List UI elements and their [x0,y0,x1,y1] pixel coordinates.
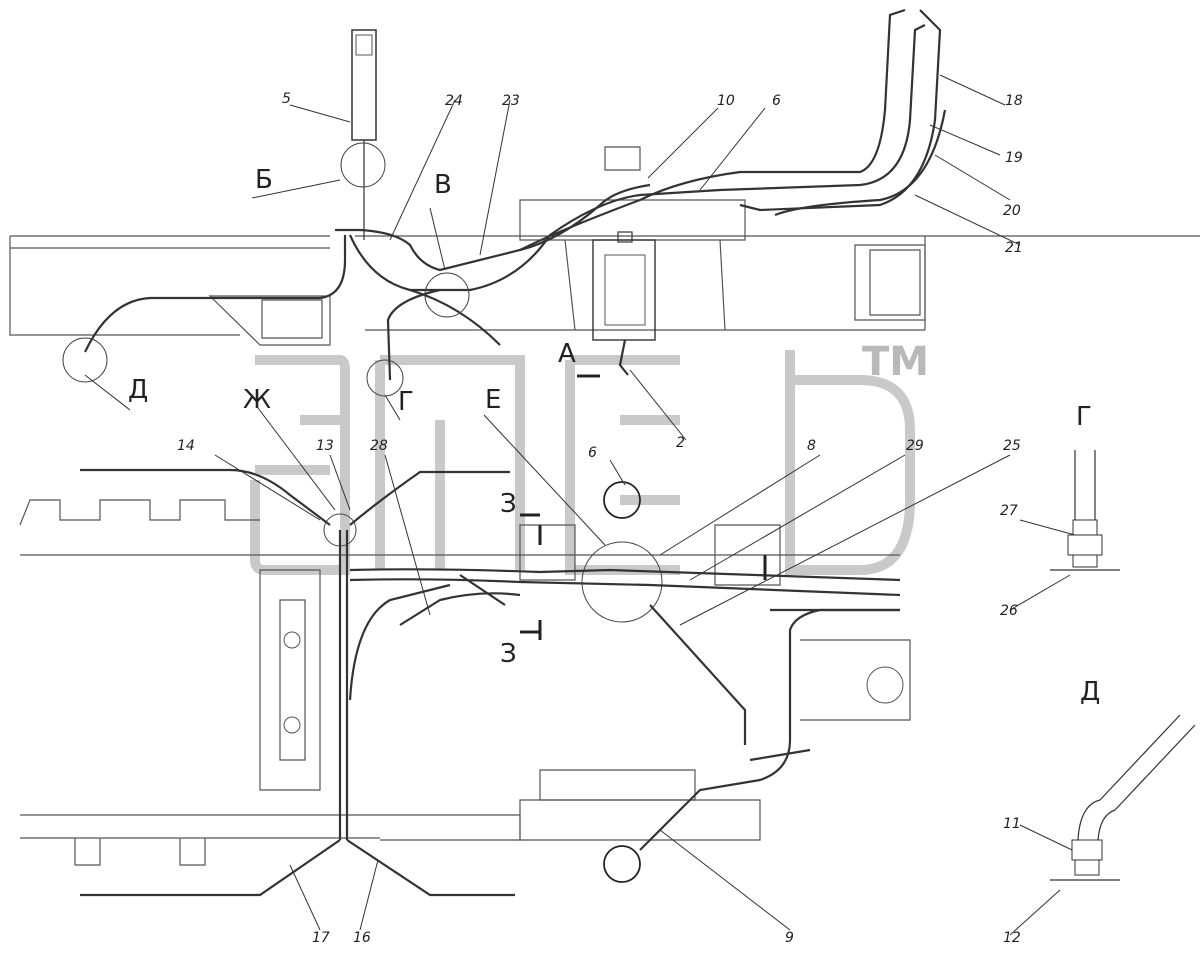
label-19: 19 [1005,150,1023,166]
view-g-top: Г [398,387,414,417]
view-d-top: Д [128,375,148,405]
upper-pipes [62,8,947,397]
label-27: 27 [1000,503,1018,519]
label-29: 29 [906,438,924,454]
label-14: 14 [177,438,195,454]
label-6a: 6 [772,93,781,109]
label-5: 5 [282,91,291,107]
view-a: А [558,339,576,369]
label-17: 17 [312,930,330,946]
view-z-bottom: З [500,639,517,669]
detail-d [1050,714,1196,881]
label-16: 16 [353,930,371,946]
view-d-detail: Д [1080,677,1100,707]
view-v: В [434,170,452,200]
label-28: 28 [370,438,388,454]
label-12: 12 [1003,930,1021,946]
label-8: 8 [807,438,816,454]
label-18: 18 [1005,93,1023,109]
label-2: 2 [676,435,685,451]
lower-pipes [80,468,901,897]
view-z-top: З [500,489,517,519]
label-6b: 6 [588,445,597,461]
label-26: 26 [1000,603,1018,619]
view-e: Е [485,385,501,415]
label-20: 20 [1003,203,1021,219]
watermark-tm: ТМ [862,339,929,385]
view-b: Б [255,165,273,195]
label-24: 24 [445,93,463,109]
leader-lines [84,74,1076,936]
label-10: 10 [717,93,735,109]
upper-frame [9,146,1200,346]
view-g-detail: Г [1076,402,1092,432]
view-zh: Ж [243,385,271,415]
cylinder-5 [340,29,386,240]
filter-housing [592,231,656,341]
label-9: 9 [785,930,794,946]
filters-lower [323,481,663,883]
label-25: 25 [1003,438,1021,454]
lower-frame [19,499,911,866]
label-21: 21 [1005,240,1023,256]
label-11: 11 [1003,816,1021,832]
label-23: 23 [502,93,520,109]
detail-g [1050,450,1120,571]
label-13: 13 [316,438,334,454]
